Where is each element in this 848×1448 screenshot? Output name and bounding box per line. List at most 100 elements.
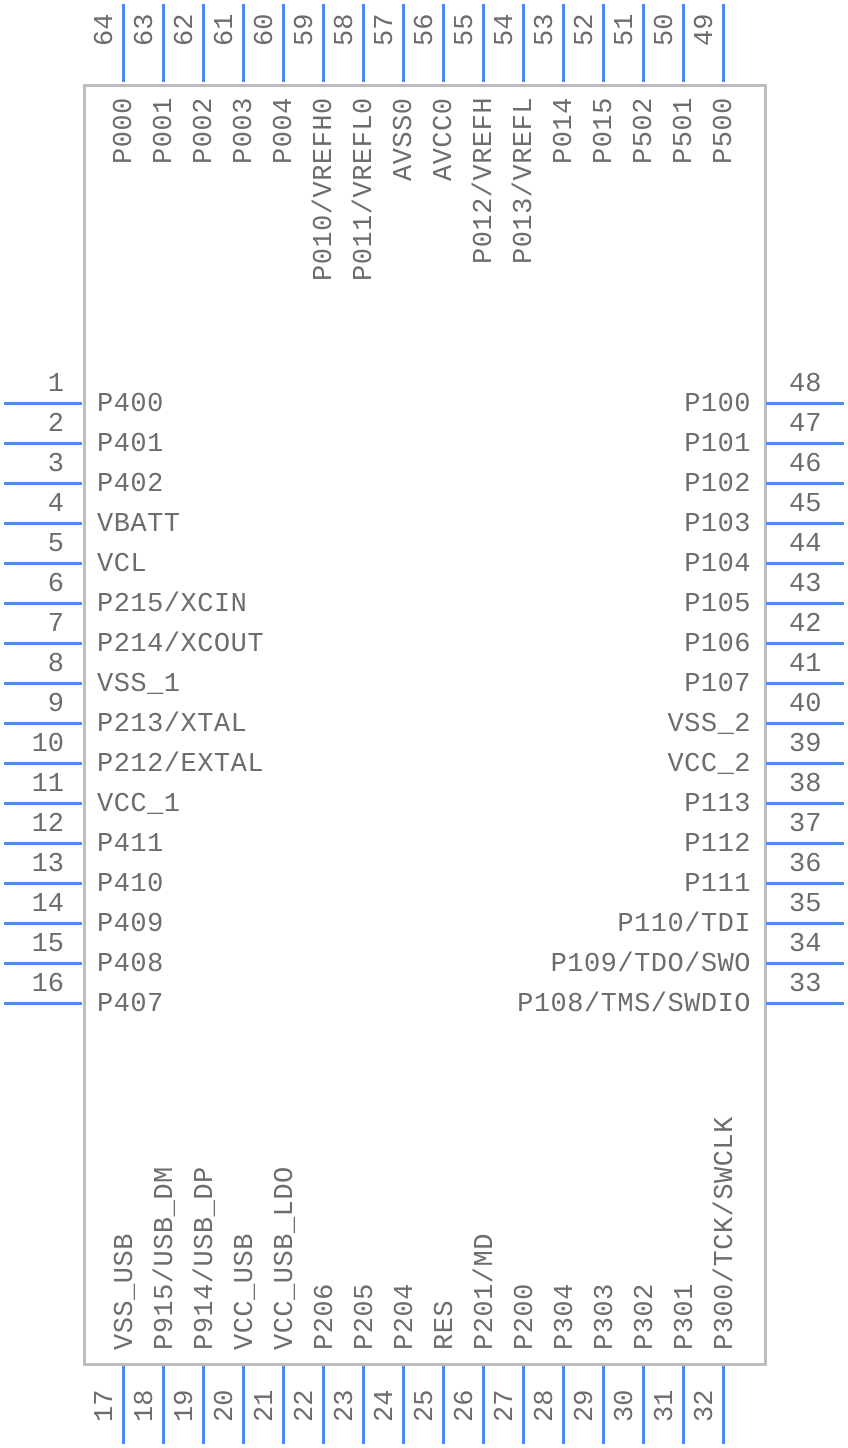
pin-label: P003 <box>230 97 260 164</box>
pin-label: P213/XTAL <box>97 710 248 740</box>
pin-line <box>562 1366 565 1444</box>
pin-line <box>642 4 645 82</box>
pin-number: 15 <box>31 930 64 960</box>
pin-label: P104 <box>684 550 751 580</box>
pin-number: 16 <box>31 970 64 1000</box>
pin-label: P107 <box>684 670 751 700</box>
pin-label: P012/VREFH <box>470 96 500 264</box>
pin-number: 9 <box>47 690 64 720</box>
pin-number: 8 <box>47 650 64 680</box>
pin-line <box>766 882 844 885</box>
pin-number: 29 <box>571 1389 601 1422</box>
pin-label: P400 <box>97 390 164 420</box>
pin-label: P106 <box>684 630 751 660</box>
pin-number: 3 <box>47 450 64 480</box>
pin-label: VSS_USB <box>111 1233 141 1350</box>
pin-number: 38 <box>789 770 822 800</box>
pin-line <box>722 1366 725 1444</box>
pin-line <box>4 962 82 965</box>
pin-number: 6 <box>47 570 64 600</box>
pin-number: 18 <box>131 1389 161 1422</box>
pin-number: 62 <box>171 13 201 46</box>
pin-label: P201/MD <box>471 1233 501 1350</box>
pin-number: 2 <box>47 410 64 440</box>
pin-number: 36 <box>789 850 822 880</box>
pin-number: 37 <box>789 810 822 840</box>
pin-line <box>766 402 844 405</box>
pin-label: P000 <box>110 97 140 164</box>
pin-line <box>4 402 82 405</box>
pin-number: 52 <box>571 13 601 46</box>
pin-number: 46 <box>789 450 822 480</box>
pin-line <box>442 4 445 82</box>
pin-line <box>562 4 565 82</box>
pin-number: 19 <box>171 1389 201 1422</box>
pin-line <box>162 4 165 82</box>
pin-line <box>766 602 844 605</box>
pin-number: 34 <box>789 930 822 960</box>
pin-label: P914/USB_DP <box>191 1166 221 1350</box>
pin-number: 58 <box>331 13 361 46</box>
pin-line <box>482 1366 485 1444</box>
pin-number: 56 <box>411 13 441 46</box>
pin-number: 49 <box>691 13 721 46</box>
pin-label: P103 <box>684 510 751 540</box>
pin-number: 59 <box>291 13 321 46</box>
pin-number: 21 <box>251 1389 281 1422</box>
pin-line <box>682 1366 685 1444</box>
pin-label: P500 <box>710 97 740 164</box>
pin-label: P502 <box>630 97 660 164</box>
pin-number: 23 <box>331 1389 361 1422</box>
pin-label: P001 <box>150 97 180 164</box>
pin-line <box>242 1366 245 1444</box>
pin-label: AVCC0 <box>430 97 460 181</box>
pin-number: 20 <box>211 1389 241 1422</box>
pin-label: P205 <box>351 1283 381 1350</box>
pin-line <box>322 4 325 82</box>
pin-number: 44 <box>789 530 822 560</box>
pin-number: 32 <box>691 1389 721 1422</box>
pin-label: P109/TDO/SWO <box>550 950 751 980</box>
pin-number: 41 <box>789 650 822 680</box>
pin-label: VCC_USB <box>231 1233 261 1350</box>
pin-line <box>402 4 405 82</box>
pin-label: P501 <box>670 97 700 164</box>
ic-body <box>83 84 767 1366</box>
pin-line <box>522 1366 525 1444</box>
pin-label: P407 <box>97 990 164 1020</box>
pin-label: P101 <box>684 430 751 460</box>
pin-line <box>4 522 82 525</box>
pin-number: 64 <box>91 13 121 46</box>
pin-number: 27 <box>491 1389 521 1422</box>
pin-label: P304 <box>551 1283 581 1350</box>
pin-label: VCL <box>97 550 148 580</box>
pin-label: P013/VREFL <box>510 96 540 264</box>
pin-number: 30 <box>611 1389 641 1422</box>
pin-line <box>766 482 844 485</box>
pin-label: P204 <box>391 1283 421 1350</box>
pin-label: RES <box>431 1299 461 1350</box>
pin-line <box>766 642 844 645</box>
pin-line <box>722 4 725 82</box>
pin-number: 1 <box>47 370 64 400</box>
pin-label: P408 <box>97 950 164 980</box>
pin-line <box>642 1366 645 1444</box>
pin-label: P015 <box>590 97 620 164</box>
pin-number: 61 <box>211 13 241 46</box>
pin-label: P111 <box>684 870 751 900</box>
pin-number: 57 <box>371 13 401 46</box>
pin-number: 7 <box>47 610 64 640</box>
pin-number: 47 <box>789 410 822 440</box>
pin-label: P105 <box>684 590 751 620</box>
pin-line <box>4 442 82 445</box>
pin-number: 28 <box>531 1389 561 1422</box>
pin-line <box>4 722 82 725</box>
pin-number: 48 <box>789 370 822 400</box>
pin-number: 17 <box>91 1389 121 1422</box>
pin-line <box>766 962 844 965</box>
pin-label: P215/XCIN <box>97 590 248 620</box>
pin-line <box>766 682 844 685</box>
pin-label: P011/VREFL0 <box>350 97 380 281</box>
pin-number: 11 <box>31 770 64 800</box>
pin-number: 60 <box>251 13 281 46</box>
